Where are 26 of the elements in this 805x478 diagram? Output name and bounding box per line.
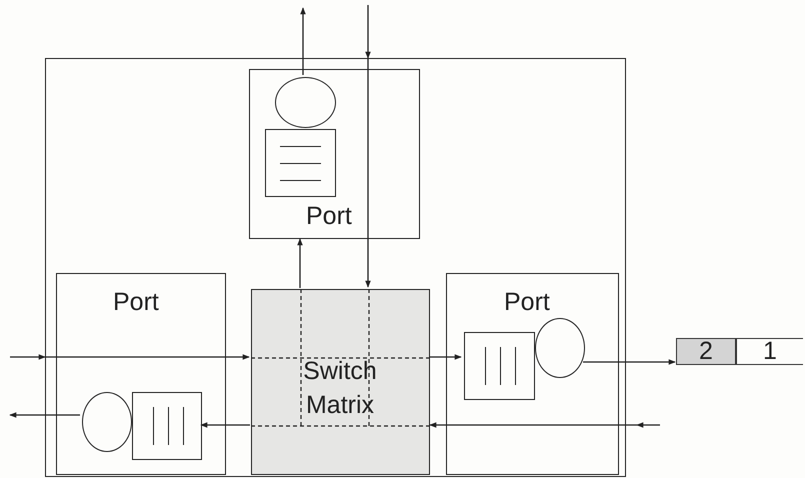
arrow: [10, 354, 250, 360]
port-box: [56, 273, 226, 475]
arrow: [365, 5, 371, 288]
arrow: [200, 422, 250, 428]
arrow: [430, 422, 660, 428]
port-label: Port: [113, 288, 159, 316]
port-box: [446, 273, 619, 475]
packet-cell: 2: [676, 338, 736, 365]
queue-box: [464, 332, 535, 400]
port-box: [249, 69, 420, 239]
server-circle: [82, 392, 132, 452]
queue-box: [132, 392, 202, 460]
arrow: [429, 354, 462, 360]
port-label: Port: [504, 288, 550, 316]
arrow: [9, 412, 80, 418]
arrow: [300, 7, 306, 75]
server-circle: [275, 77, 336, 128]
switch-frame: [45, 58, 626, 477]
port-label: Port: [306, 202, 352, 230]
switch-matrix-box: [251, 289, 430, 475]
matrix-label: Switch Matrix: [302, 356, 378, 421]
arrow: [297, 238, 303, 288]
packet-cell: 1: [736, 338, 803, 365]
server-circle: [535, 318, 585, 378]
queue-box: [265, 129, 336, 197]
arrow: [583, 359, 676, 365]
